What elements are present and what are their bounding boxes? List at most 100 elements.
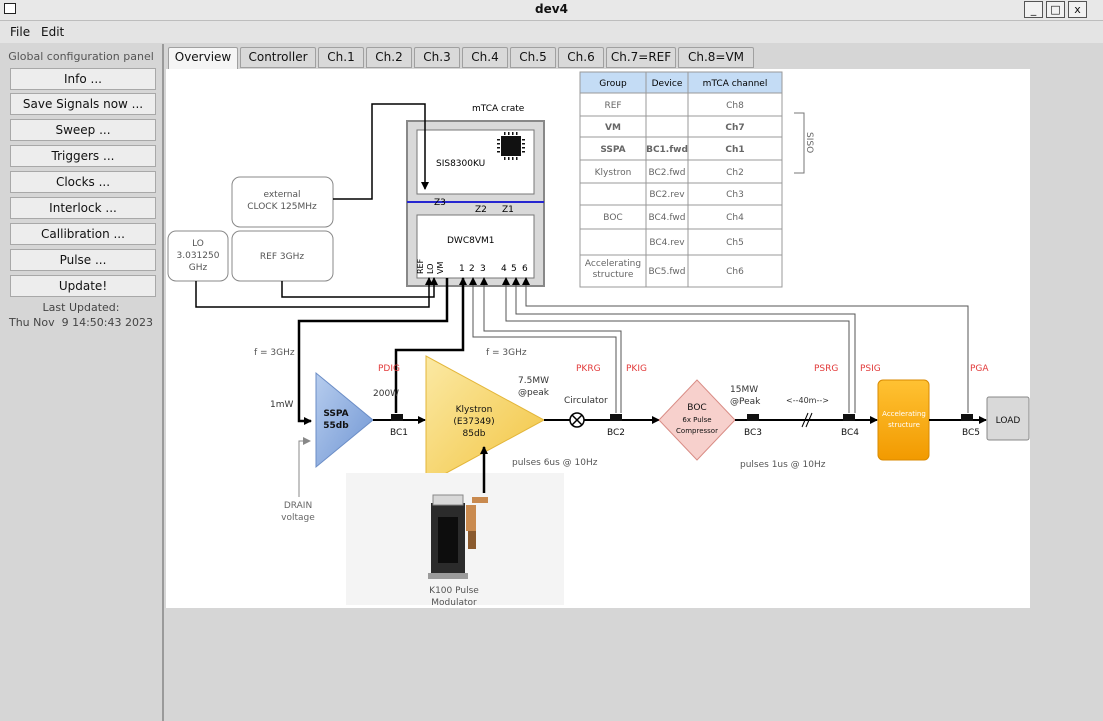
dwc-label: DWC8VM1 (447, 236, 495, 246)
drain-line1: DRAIN (284, 501, 312, 511)
pga-wire (522, 277, 969, 413)
modulator-line2: Modulator (431, 598, 477, 608)
sspa-amplifier (315, 371, 374, 469)
klystron-power: 7.5MW (518, 376, 549, 386)
port-3: 3 (480, 264, 486, 274)
tab-ch2[interactable]: Ch.2 (366, 47, 412, 68)
psig-label: PSIG (860, 364, 881, 374)
tab-ch4[interactable]: Ch.4 (462, 47, 508, 68)
pkig-wire (480, 277, 622, 413)
port-lo: LO (426, 264, 435, 274)
clocks-button[interactable]: Clocks ... (10, 171, 156, 193)
port-vm: VM (436, 262, 445, 274)
tab-ch1[interactable]: Ch.1 (318, 47, 364, 68)
table-cell: Ch1 (725, 145, 744, 155)
klystron-gain: 85db (463, 429, 486, 439)
table-cell: BC4.fwd (649, 213, 686, 223)
info-button[interactable]: Info ... (10, 68, 156, 90)
lo-wire (195, 277, 433, 308)
bc4-coupler (843, 414, 855, 421)
minimize-button[interactable]: _ (1024, 1, 1043, 18)
table-cell: Ch5 (726, 238, 744, 248)
bc5-label: BC5 (962, 428, 980, 438)
klystron-name: Klystron (456, 405, 493, 415)
menu-edit[interactable]: Edit (41, 25, 65, 39)
siso-bracket (794, 112, 805, 174)
pulse-modulator-icon (428, 494, 488, 579)
table-cell: BOC (603, 213, 622, 223)
menu-file[interactable]: File (10, 25, 31, 39)
th-device: Device (652, 79, 683, 89)
psig-wire (512, 277, 856, 413)
pulses-boc: pulses 1us @ 10Hz (740, 460, 826, 470)
lo-line3: GHz (189, 263, 208, 273)
freq-label-2: f = 3GHz (486, 348, 527, 358)
tab-ch7-ref[interactable]: Ch.7=REF (606, 47, 676, 68)
interlock-button[interactable]: Interlock ... (10, 197, 156, 219)
lo-line1: LO (192, 239, 204, 249)
port-6: 6 (522, 264, 528, 274)
bc1-label: BC1 (390, 428, 408, 438)
bc3-label: BC3 (744, 428, 762, 438)
sis-label: SIS8300KU (436, 159, 485, 169)
boc-name: BOC (687, 403, 706, 413)
boc-compressor (658, 379, 736, 461)
empty-area (166, 608, 1103, 721)
table-cell: BC1.fwd (646, 145, 688, 155)
bc3-coupler (747, 414, 759, 421)
th-group: Group (599, 79, 627, 89)
bc2-coupler (610, 414, 622, 421)
bc5-coupler (961, 414, 973, 421)
tab-ch8-vm[interactable]: Ch.8=VM (678, 47, 754, 68)
window-title: dev4 (535, 2, 568, 16)
last-updated-value: Thu Nov 9 14:50:43 2023 (8, 316, 153, 329)
acc-line1: Accelerating (882, 410, 926, 418)
pkig-label: PKIG (626, 364, 647, 374)
tab-ch5[interactable]: Ch.5 (510, 47, 556, 68)
table-cell: REF (604, 101, 621, 111)
channel-table: Group Device mTCA channel REF Ch8 VM Ch7… (579, 71, 783, 288)
tab-overview[interactable]: Overview (168, 47, 238, 69)
pulse-button[interactable]: Pulse ... (10, 249, 156, 271)
table-cell: Ch4 (726, 213, 744, 223)
input-power: 1mW (270, 400, 293, 410)
table-cell: Ch7 (725, 123, 744, 133)
distance-label: <--40m--> (786, 396, 829, 405)
table-cell: Ch8 (726, 101, 744, 111)
klystron-model: (E37349) (453, 417, 494, 427)
maximize-button[interactable]: □ (1046, 1, 1065, 18)
clock-wire (333, 103, 429, 200)
z1-label: Z1 (502, 205, 514, 215)
update-button[interactable]: Update! (10, 275, 156, 297)
z3-label: Z3 (434, 198, 446, 208)
port-4: 4 (501, 264, 507, 274)
bc4-label: BC4 (841, 428, 859, 438)
right-margin (1030, 69, 1103, 608)
close-button[interactable]: x (1068, 1, 1087, 18)
modulator-line1: K100 Pulse (429, 586, 479, 596)
ext-clock-line2: CLOCK 125MHz (247, 202, 317, 212)
pulses-klystron: pulses 6us @ 10Hz (512, 458, 598, 468)
tab-controller[interactable]: Controller (240, 47, 316, 68)
port-ref: REF (416, 258, 425, 274)
tab-ch3[interactable]: Ch.3 (414, 47, 460, 68)
siso-label: SISO (804, 132, 814, 153)
menu-bar: File Edit (0, 21, 1103, 43)
table-cell: BC4.rev (649, 238, 685, 248)
global-config-panel: Global configuration panel Info ... Save… (0, 44, 164, 721)
title-bar: dev4 _ □ x (0, 0, 1103, 21)
pga-label: PGA (970, 364, 989, 374)
sweep-button[interactable]: Sweep ... (10, 119, 156, 141)
save-signals-button[interactable]: Save Signals now ... (10, 93, 156, 115)
triggers-button[interactable]: Triggers ... (10, 145, 156, 167)
pkrg-wire (469, 277, 617, 413)
port-2: 2 (469, 264, 475, 274)
port-1: 1 (459, 264, 465, 274)
break-mark (801, 412, 809, 428)
tab-ch6[interactable]: Ch.6 (558, 47, 604, 68)
klystron-peak: @peak (518, 388, 550, 398)
calibration-button[interactable]: Callibration ... (10, 223, 156, 245)
table-cell: BC2.rev (649, 190, 685, 200)
lo-line2: 3.031250 (177, 251, 220, 261)
boc-peak: @Peak (730, 397, 761, 407)
